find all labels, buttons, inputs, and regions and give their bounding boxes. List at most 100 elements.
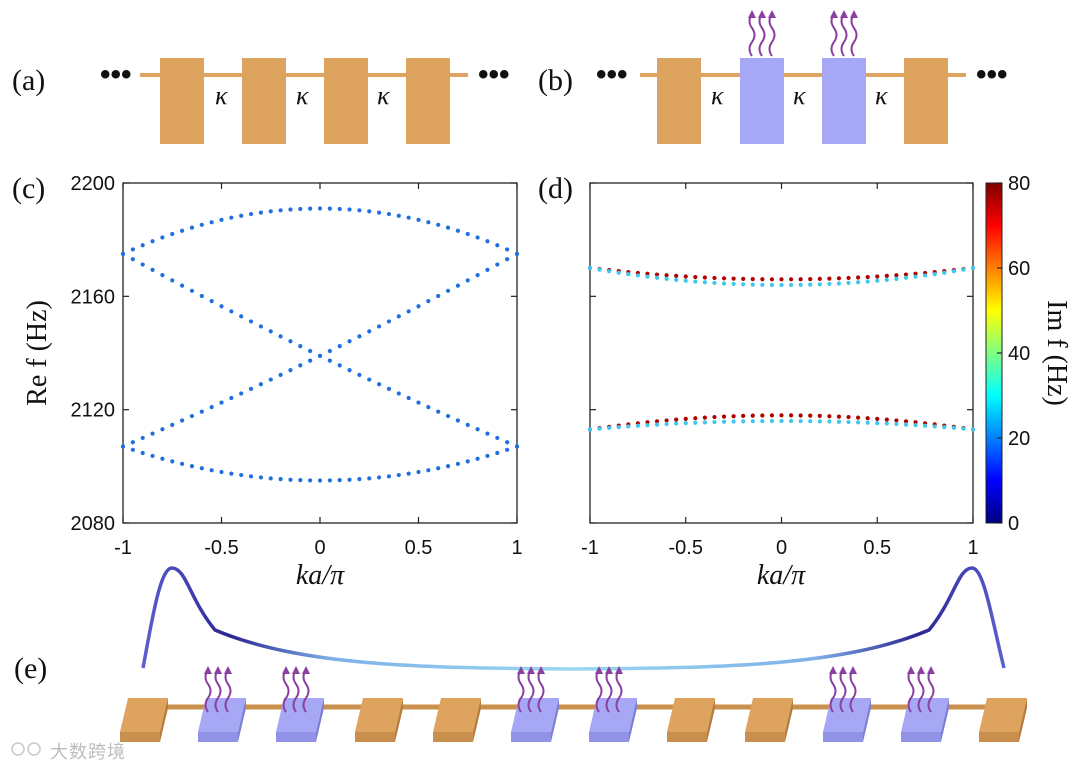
c-series2-point [455, 418, 460, 423]
c-series2-point [130, 257, 135, 262]
c-series2-point [495, 435, 500, 441]
c-series0-point [337, 206, 342, 212]
d-series1-point [913, 274, 918, 279]
c-series1-point [229, 395, 234, 401]
chain-block-front [667, 732, 707, 742]
ellipsis-right-a: ••• [478, 58, 510, 91]
chain-block-side [160, 698, 168, 742]
c-xtick-label: -1 [114, 537, 132, 559]
d-series0-point [674, 273, 679, 279]
c-series2-point [505, 440, 510, 445]
d-series1-point [597, 267, 602, 272]
d-series1-point [836, 281, 842, 286]
c-series3-point [189, 464, 195, 469]
d-series1-point [827, 281, 832, 287]
c-series3-point [120, 444, 126, 449]
d-series1-point [903, 275, 909, 280]
c-series0-point [140, 243, 145, 248]
c-series3-point [416, 469, 421, 475]
chain-resonator [120, 698, 168, 732]
d-series0-point [788, 277, 794, 282]
c-series2-point [160, 273, 165, 278]
d-series1-point [741, 282, 746, 287]
d-series1-point [923, 273, 928, 278]
d-series2-point [875, 416, 880, 421]
kappa-a1: κ [215, 81, 228, 110]
c-series3-point [170, 459, 175, 464]
d-series2-point [827, 414, 832, 419]
d-series2-point [894, 418, 899, 423]
resonator-b4 [904, 58, 948, 144]
resonator-a2 [242, 58, 286, 144]
chain-block-front [979, 732, 1019, 742]
c-series0-point [327, 206, 332, 211]
c-series0-point [130, 247, 135, 252]
chain-block-front [745, 732, 785, 742]
d-series1-point [769, 282, 775, 288]
c-xtick-label: 0.5 [405, 537, 433, 559]
c-series0-point [406, 215, 411, 220]
c-series2-point [170, 278, 175, 283]
c-series3-point [465, 459, 470, 464]
c-series0-point [455, 228, 460, 233]
radiation-wave-icon [747, 9, 859, 57]
c-series0-point [357, 208, 362, 213]
resonator-a4 [406, 58, 450, 144]
d-series0-point [808, 276, 813, 282]
chain-block-side [395, 698, 403, 742]
d-series2-point [702, 415, 708, 420]
c-series0-point [377, 210, 382, 215]
c-series1-point [347, 339, 352, 344]
d-series3-point [645, 423, 650, 428]
chain-block-side [785, 698, 793, 742]
d-series3-point [961, 426, 966, 431]
d-series3-point [760, 418, 765, 424]
c-series1-point [445, 288, 451, 293]
c-series1-point [367, 329, 372, 334]
d-series0-point [702, 275, 708, 280]
c-series0-point [317, 206, 323, 211]
chain-block-side [316, 698, 324, 742]
d-series3-point [942, 425, 947, 430]
d-series3-point [769, 418, 775, 424]
d-series2-point [788, 413, 794, 418]
c-series1-point [465, 278, 470, 283]
resonator-a1 [160, 58, 204, 144]
d-series3-point [865, 420, 870, 425]
c-series0-point [485, 239, 490, 244]
chart-c-ylabel: Re f (Hz) [22, 300, 53, 406]
d-series3-point [731, 419, 736, 424]
d-series2-point [846, 414, 851, 420]
chain-resonator [433, 698, 481, 732]
d-series1-point [674, 277, 679, 282]
panel-label-c: (c) [12, 172, 45, 205]
c-series1-point [436, 293, 441, 299]
c-ytick-label: 2080 [71, 513, 116, 535]
c-series3-point [505, 447, 510, 452]
c-series3-point [150, 453, 155, 459]
d-series1-point [664, 276, 669, 281]
c-series3-point [160, 456, 165, 461]
d-series1-point [587, 265, 593, 271]
c-series1-point [337, 344, 342, 349]
c-series3-point [209, 468, 214, 473]
d-series1-point [712, 280, 717, 286]
c-series2-point [465, 422, 470, 427]
c-series2-point [317, 353, 323, 358]
colorbar-tick-label: 20 [1008, 428, 1030, 450]
d-series2-point [741, 413, 746, 418]
d-series1-point [788, 282, 794, 288]
c-series3-point [475, 456, 480, 461]
d-series2-point [760, 413, 765, 418]
c-series1-point [485, 267, 490, 272]
c-series2-point [426, 405, 431, 410]
c-series0-point [367, 209, 372, 214]
c-series1-point [298, 363, 303, 368]
c-series3-point [278, 477, 283, 482]
c-series2-point [337, 363, 342, 368]
colorbar-tick-label: 0 [1008, 513, 1019, 535]
colorbar-tick-label: 40 [1008, 343, 1030, 365]
c-series3-point [268, 476, 273, 481]
d-series1-point [942, 270, 947, 275]
